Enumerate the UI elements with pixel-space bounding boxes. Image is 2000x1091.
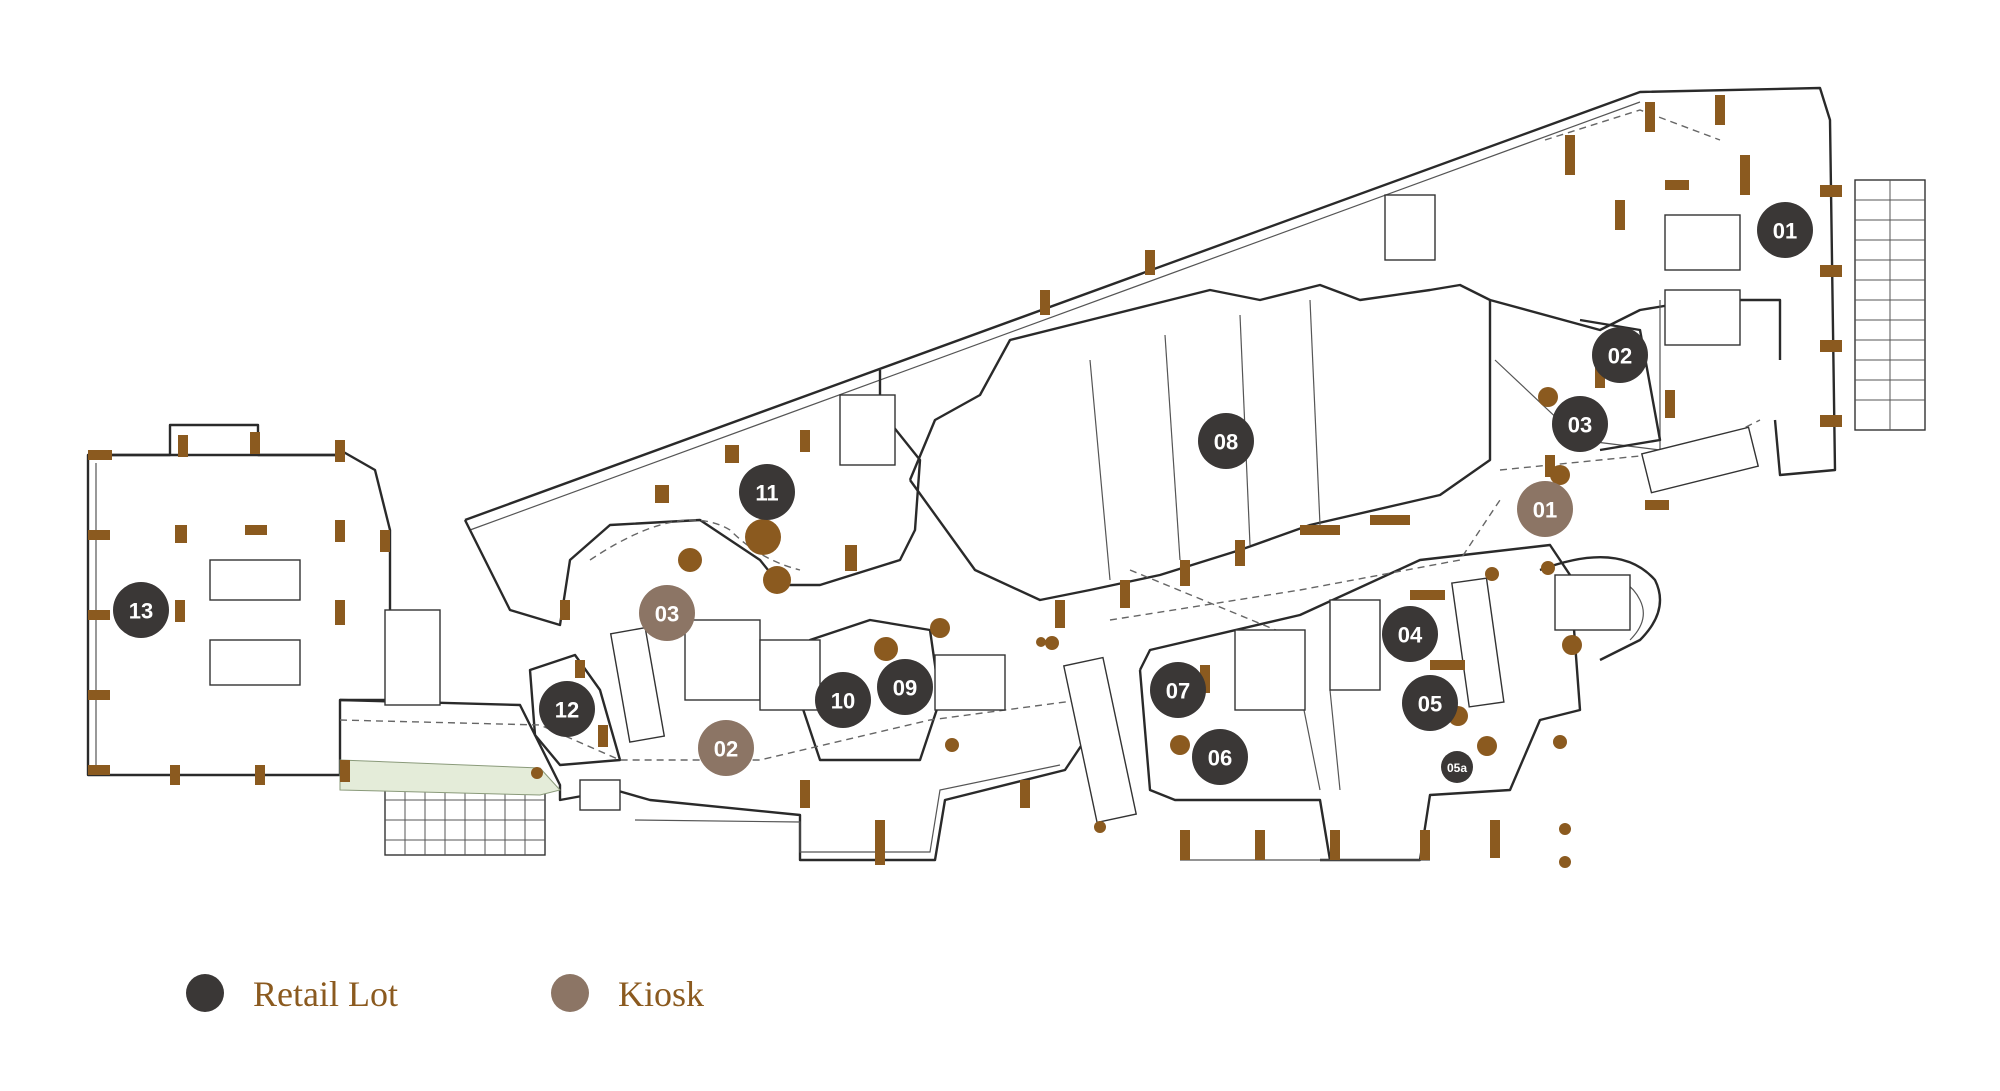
building-walls bbox=[86, 86, 1837, 862]
retail-marker-circle[interactable] bbox=[113, 582, 169, 638]
retail-lot-marker-11[interactable]: 11 bbox=[739, 464, 795, 520]
retail-lot-marker-10[interactable]: 10 bbox=[815, 672, 871, 728]
retail-marker-circle[interactable] bbox=[1757, 202, 1813, 258]
retail-marker-circle[interactable] bbox=[1402, 675, 1458, 731]
kiosk-marker-03[interactable]: 03 bbox=[639, 585, 695, 641]
retail-lot-marker-03[interactable]: 03 bbox=[1552, 396, 1608, 452]
retail-lot-marker-02[interactable]: 02 bbox=[1592, 327, 1648, 383]
retail-marker-circle[interactable] bbox=[877, 659, 933, 715]
legend-kiosk-swatch bbox=[551, 974, 589, 1012]
retail-lot-marker-05[interactable]: 05 bbox=[1402, 675, 1458, 731]
legend-kiosk-label: Kiosk bbox=[618, 974, 704, 1014]
kiosk-marker-circle[interactable] bbox=[1517, 481, 1573, 537]
kiosk-marker-02[interactable]: 02 bbox=[698, 720, 754, 776]
retail-marker-circle[interactable] bbox=[1150, 662, 1206, 718]
retail-marker-circle[interactable] bbox=[539, 681, 595, 737]
retail-marker-circle[interactable] bbox=[1198, 413, 1254, 469]
retail-marker-circle[interactable] bbox=[1441, 751, 1473, 783]
kiosk-marker-01[interactable]: 01 bbox=[1517, 481, 1573, 537]
retail-lot-marker-09[interactable]: 09 bbox=[877, 659, 933, 715]
legend: Retail Lot Kiosk bbox=[186, 974, 704, 1014]
retail-marker-circle[interactable] bbox=[1192, 729, 1248, 785]
retail-marker-circle[interactable] bbox=[739, 464, 795, 520]
retail-lot-marker-13[interactable]: 13 bbox=[113, 582, 169, 638]
kiosk-marker-circle[interactable] bbox=[698, 720, 754, 776]
landscape-strip bbox=[339, 759, 561, 796]
retail-lot-marker-08[interactable]: 08 bbox=[1198, 413, 1254, 469]
retail-marker-circle[interactable] bbox=[1592, 327, 1648, 383]
kiosk-dots bbox=[531, 387, 1582, 868]
retail-marker-circle[interactable] bbox=[815, 672, 871, 728]
retail-lot-marker-12[interactable]: 12 bbox=[539, 681, 595, 737]
retail-lot-marker-04[interactable]: 04 bbox=[1382, 606, 1438, 662]
retail-lot-marker-01[interactable]: 01 bbox=[1757, 202, 1813, 258]
kiosk-marker-circle[interactable] bbox=[639, 585, 695, 641]
legend-retail-swatch bbox=[186, 974, 224, 1012]
parking-grid-lines bbox=[385, 180, 1925, 855]
retail-marker-circle[interactable] bbox=[1552, 396, 1608, 452]
legend-retail-label: Retail Lot bbox=[253, 974, 398, 1014]
retail-lot-marker-07[interactable]: 07 bbox=[1150, 662, 1206, 718]
service-cores bbox=[209, 179, 1926, 856]
retail-lot-marker-06[interactable]: 06 bbox=[1192, 729, 1248, 785]
retail-lot-marker-05a[interactable]: 05a bbox=[1441, 751, 1473, 783]
retail-marker-circle[interactable] bbox=[1382, 606, 1438, 662]
structural-columns bbox=[88, 95, 1842, 865]
